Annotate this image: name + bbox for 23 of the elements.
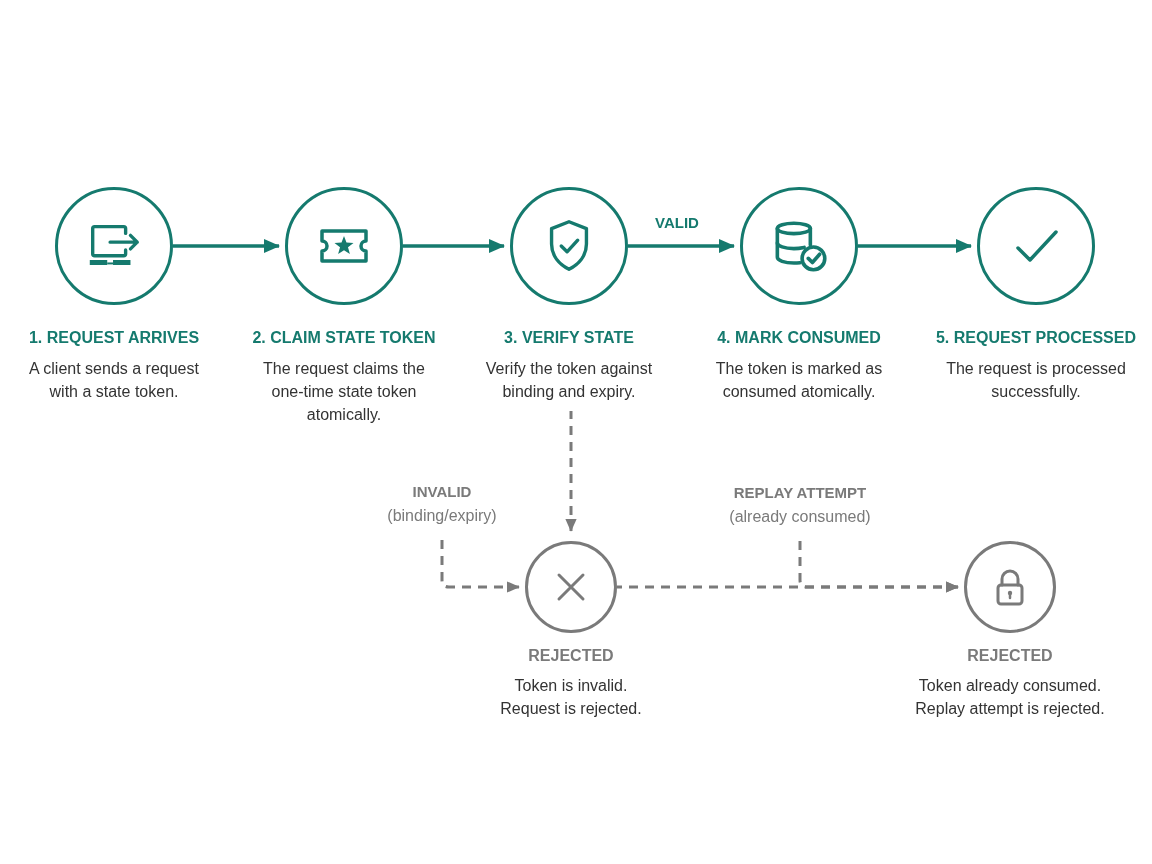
step-title: 2. CLAIM STATE TOKEN [252, 328, 436, 348]
step-title: 1. REQUEST ARRIVES [28, 328, 200, 348]
condition-note: (already consumed) [729, 507, 871, 527]
arrow [628, 239, 735, 253]
step-title: 4. MARK CONSUMED [717, 328, 881, 348]
outcome-description: Token is invalid. Request is rejected. [499, 676, 643, 719]
step-description: The request is processed successfully. [945, 359, 1127, 402]
step-description: Verify the token against binding and expiry. [484, 359, 654, 402]
outcome-title: REJECTED [528, 646, 614, 666]
condition-title: INVALID [412, 482, 472, 502]
arrow [173, 239, 280, 253]
step-title: 5. REQUEST PROCESSED [935, 328, 1136, 348]
dashed-arrow [565, 411, 577, 532]
arrow [403, 239, 505, 253]
step-description: The request claims the one-time state token atomically. [262, 359, 426, 425]
step-description: A client sends a request with a state token. [28, 359, 200, 402]
condition-note: (binding/expiry) [387, 506, 497, 526]
step-title: 3. VERIFY STATE [504, 328, 634, 348]
outcome-description: Token already consumed. Replay attempt is rejected. [914, 676, 1106, 719]
step-description: The token is marked as consumed atomically. [714, 359, 884, 402]
condition-title: REPLAY ATTEMPT [733, 483, 867, 503]
outcome-title: REJECTED [967, 646, 1053, 666]
arrow [858, 239, 972, 253]
